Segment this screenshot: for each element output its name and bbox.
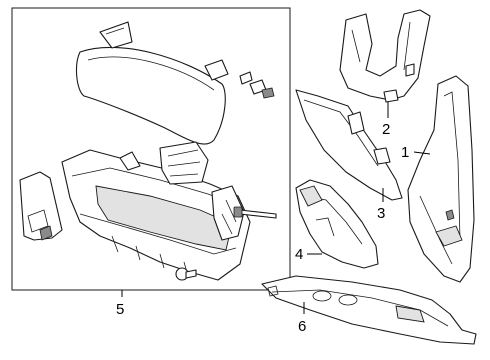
- callout-4: 4: [295, 246, 322, 263]
- instrument-panel-side-trim: [407, 75, 475, 283]
- console-side-panel: [295, 179, 379, 269]
- floor-insulator-panel: [261, 275, 477, 345]
- callout-2: 2: [382, 102, 390, 138]
- callout-5: 5: [116, 290, 124, 318]
- glove-box-housing: [61, 141, 251, 281]
- callout-1-label: 1: [401, 144, 409, 161]
- callout-6: 6: [298, 302, 306, 335]
- glove-box-door: [75, 21, 229, 145]
- fastener-clip: [175, 267, 197, 281]
- callout-5-label: 5: [116, 301, 124, 318]
- callout-1: 1: [401, 144, 431, 161]
- upper-trim-bracket: [339, 9, 431, 103]
- callout-3-label: 3: [377, 205, 385, 222]
- latch-and-striker: [239, 71, 275, 99]
- mounting-bolt: [233, 206, 277, 219]
- glove-box-side-panel: [19, 171, 63, 241]
- callout-4-label: 4: [295, 246, 303, 263]
- assembly-group-box: [11, 7, 291, 291]
- callout-2-label: 2: [382, 121, 390, 138]
- callout-6-label: 6: [298, 318, 306, 335]
- lower-knee-panel: [295, 89, 403, 201]
- callout-3: 3: [377, 188, 385, 222]
